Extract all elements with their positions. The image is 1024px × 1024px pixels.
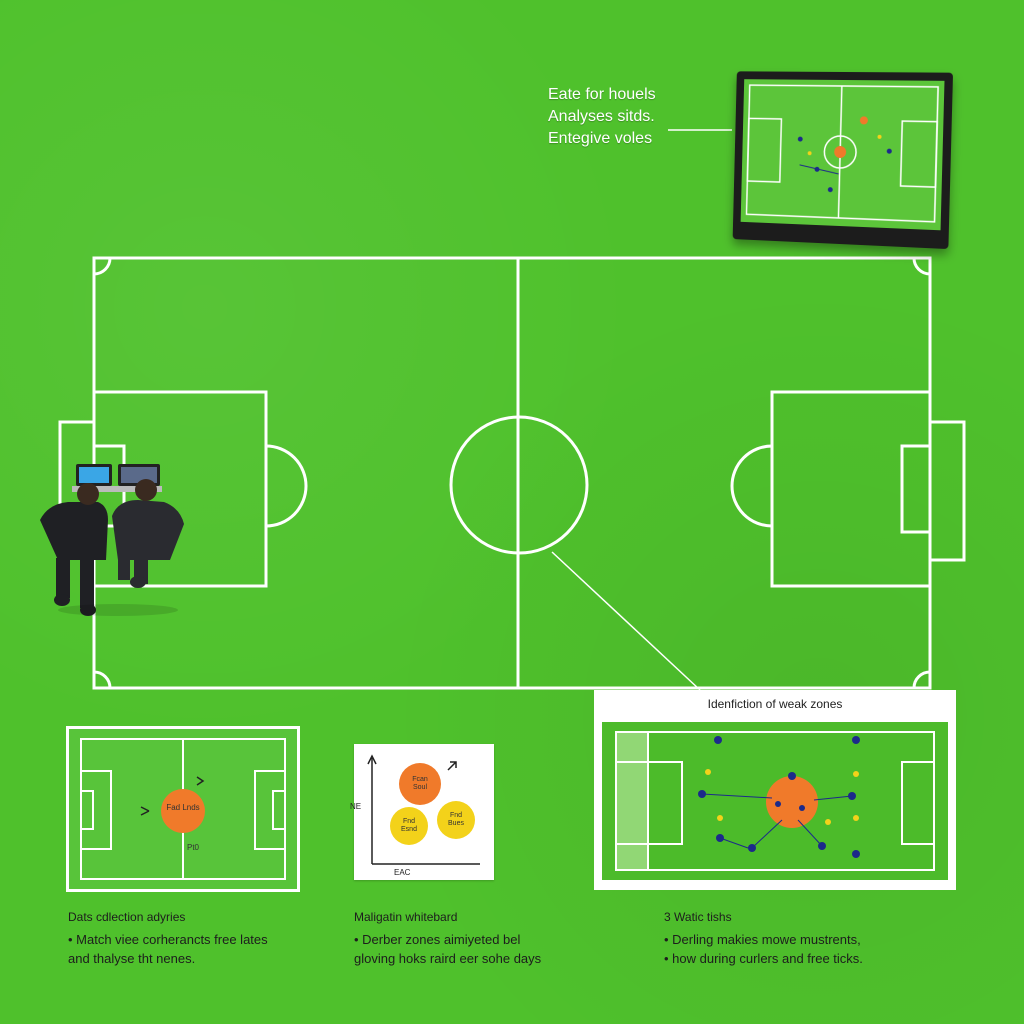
wb-x-label: EAC — [394, 868, 411, 877]
arrow-icon — [196, 776, 205, 786]
caption-heading: Dats cdlection adyries — [68, 910, 186, 924]
side-label: Pt0 — [187, 843, 200, 852]
weak-zones-title: Idenfiction of weak zones — [707, 697, 843, 711]
caption-data-collection: Dats cdlection adyries • Match viee corh… — [68, 908, 328, 968]
whiteboard-circle — [437, 801, 475, 839]
right-goal-area — [900, 444, 932, 534]
callout-line-1: Eate for houels — [548, 86, 656, 103]
left-penalty-arc — [265, 444, 308, 528]
center-circle — [449, 415, 589, 555]
movement-lines — [701, 793, 853, 849]
callout-line-3: Entegive voles — [548, 130, 653, 147]
ball-label: Fad Lnds — [166, 803, 200, 812]
callout-line-2: Analyses sitds. — [548, 108, 655, 125]
yellow-markers — [705, 769, 859, 825]
panel-weak-zones: Idenfiction of weak zones — [594, 690, 956, 890]
caption-line: • how during curlers and free ticks. — [664, 951, 863, 966]
callout-text: Eate for houels Analyses sitds. Entegive… — [548, 84, 718, 150]
wb-circle-label-0: Fcan Soul — [412, 776, 428, 791]
analyst-person — [40, 502, 108, 616]
arrow-icon — [140, 806, 150, 816]
whiteboard-circle — [390, 807, 428, 845]
caption-heading: Maligatin whitebard — [354, 910, 458, 924]
caption-line: and thalyse tht nenes. — [68, 951, 196, 966]
caption-line: • Match viee corherancts free lates — [68, 932, 268, 947]
caption-line: gloving hoks raird eer sohe days — [354, 951, 542, 966]
weak-zones-pitch — [602, 722, 948, 880]
pitch-boundary — [92, 256, 932, 690]
right-penalty-arc — [730, 444, 773, 528]
analyst-head — [77, 483, 99, 505]
analyst-head — [135, 479, 157, 501]
pointer-line — [551, 551, 701, 691]
whiteboard-circle — [399, 763, 441, 805]
caption-tactics: 3 Watic tishs • Derling makies mowe must… — [664, 908, 944, 968]
tactics-pitch-svg — [615, 731, 935, 871]
caption-whiteboard: Maligatin whitebard • Derber zones aimiy… — [354, 908, 614, 968]
caption-line: • Derber zones aimiyeted bel — [354, 932, 521, 947]
tv-monitor — [732, 71, 954, 250]
wb-y-label: NE — [350, 802, 362, 811]
arrow-icon — [447, 761, 457, 771]
laptop-icon — [114, 464, 162, 492]
wb-circle-label-2: Fnd Bues — [448, 812, 464, 827]
panel-whiteboard: Fcan Soul Fnd Esnd Fnd Bues NE EAC — [350, 744, 494, 880]
whiteboard-chart — [367, 754, 480, 865]
analysts-group — [40, 464, 184, 616]
mini-pitch — [80, 738, 286, 880]
right-goal — [928, 420, 966, 562]
tv-screen — [740, 79, 945, 231]
right-penalty-area — [770, 390, 932, 588]
caption-heading: 3 Watic tishs — [664, 910, 732, 924]
panel-data-collection: Fad Lnds Pt0 — [66, 726, 300, 892]
analyst-person — [112, 500, 184, 588]
weak-zone-marker — [766, 776, 818, 828]
wb-circle-label-1: Fnd Esnd — [401, 818, 417, 833]
caption-line: • Derling makies mowe mustrents, — [664, 932, 861, 947]
tv-pitch — [741, 79, 945, 230]
